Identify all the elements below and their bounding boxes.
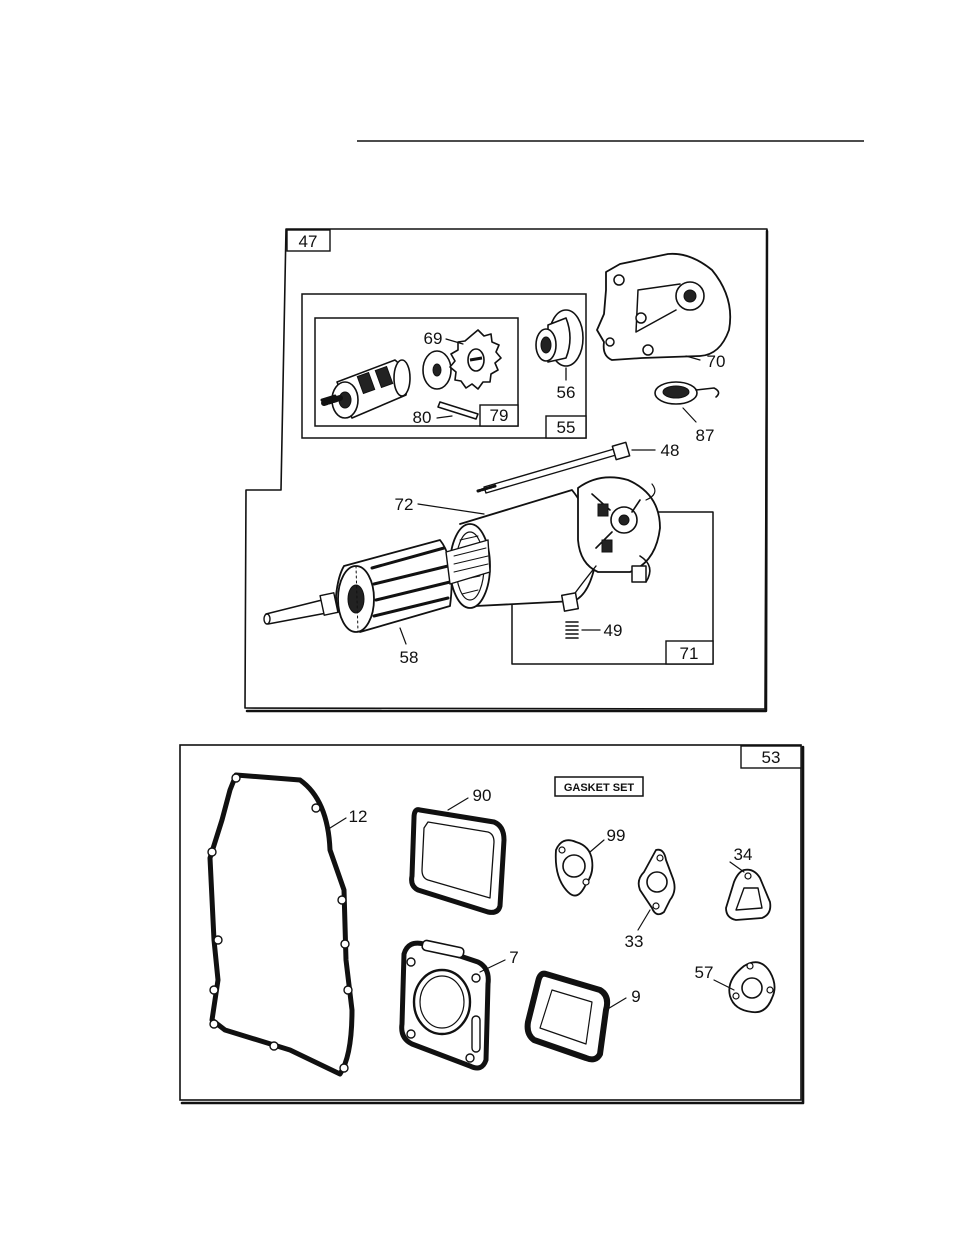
callout-58: 58 — [400, 648, 419, 667]
head-gasket-drawing — [402, 940, 505, 1068]
callout-72: 72 — [395, 495, 414, 514]
thrust-washer-drawing — [423, 351, 451, 389]
gasket-set-title: GASKET SET — [564, 782, 635, 794]
callout-34: 34 — [734, 845, 753, 864]
pinion-gear-drawing — [450, 330, 501, 389]
callout-87: 87 — [696, 426, 715, 445]
box-label-47: 47 — [299, 232, 318, 251]
drive-housing-drawing — [597, 254, 730, 360]
box-label-79: 79 — [490, 406, 509, 425]
breather-gasket-drawing — [528, 974, 626, 1060]
box-label-55: 55 — [557, 418, 576, 437]
valve-cover-gasket-drawing — [412, 798, 504, 912]
callout-7: 7 — [509, 948, 518, 967]
gasket-set-panel: 53 GASKET SET 12 90 — [180, 745, 803, 1103]
drive-nut-drawing — [536, 310, 583, 380]
intake-gasket-drawing — [638, 850, 675, 930]
brush-spring-drawing — [566, 622, 600, 638]
callout-57: 57 — [695, 963, 714, 982]
callout-90: 90 — [473, 786, 492, 805]
callout-33: 33 — [625, 932, 644, 951]
drive-clutch-drawing — [322, 360, 410, 418]
callout-99: 99 — [607, 826, 626, 845]
exhaust-gasket-drawing — [726, 862, 770, 920]
carburetor-gasket-drawing — [556, 840, 604, 896]
roll-pin-drawing — [438, 402, 478, 419]
muffler-gasket-drawing — [714, 962, 775, 1012]
callout-80: 80 — [413, 408, 432, 427]
callout-48: 48 — [661, 441, 680, 460]
callout-49: 49 — [604, 621, 623, 640]
starter-motor-panel: 47 55 79 — [245, 229, 767, 711]
crankcase-gasket-drawing — [208, 774, 352, 1074]
callout-69: 69 — [424, 329, 443, 348]
callout-56: 56 — [557, 383, 576, 402]
box-label-71: 71 — [680, 644, 699, 663]
callout-12: 12 — [349, 807, 368, 826]
box-label-53: 53 — [762, 748, 781, 767]
callout-70: 70 — [707, 352, 726, 371]
callout-9: 9 — [631, 987, 640, 1006]
seal-clip-drawing — [655, 382, 719, 422]
